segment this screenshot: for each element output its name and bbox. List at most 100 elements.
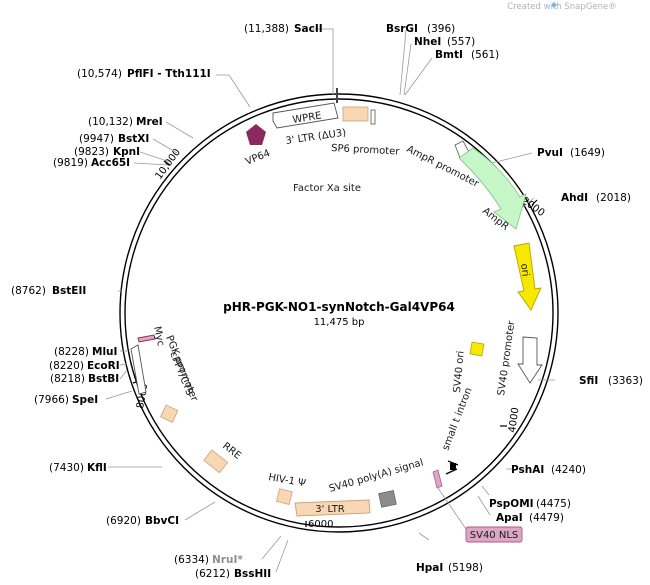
site-bsrgi: BsrGI (396) <box>386 23 455 35</box>
site-hpai: HpaI (5198) <box>416 562 483 574</box>
svg-text:HpaI: HpaI <box>416 562 443 574</box>
sv40-nls-callout: SV40 NLS <box>465 526 523 543</box>
sv40-ori-feature: SV40 ori <box>452 341 485 393</box>
svg-text:Acc65I: Acc65I <box>91 157 130 169</box>
site-bstbi: (8218) BstBI <box>50 373 119 385</box>
svg-text:(9823): (9823) <box>74 146 109 158</box>
svg-text:KflI: KflI <box>87 462 107 474</box>
site-spei: (7966) SpeI <box>34 394 98 406</box>
plasmid-backbone <box>119 93 559 533</box>
svg-text:BbvCI: BbvCI <box>145 515 179 527</box>
svg-text:BstXI: BstXI <box>118 133 149 145</box>
site-mlui: (8228) MluI <box>54 346 117 358</box>
site-sfii: SfiI (3363) <box>579 375 643 387</box>
sv40-promoter-label: SV40 promoter <box>496 319 518 396</box>
small-t-label: small t intron <box>441 386 475 452</box>
svg-text:BssHII: BssHII <box>234 568 271 580</box>
svg-text:PspOMI: PspOMI <box>489 498 534 510</box>
vp64-feature: VP64 <box>244 124 272 168</box>
myc-feature: Myc <box>137 325 166 347</box>
svg-text:SacII: SacII <box>294 23 323 35</box>
restriction-site-labels: (11,388) SacII BsrGI (396) NheI (557) Bm… <box>11 23 643 580</box>
svg-text:(4475): (4475) <box>536 498 571 510</box>
svg-text:(8218): (8218) <box>50 373 85 385</box>
svg-text:(9947): (9947) <box>79 133 114 145</box>
sp6-label: SP6 promoter <box>331 143 401 158</box>
site-bstxi: (9947) BstXI <box>79 133 149 145</box>
factor-xa-label: Factor Xa site <box>293 183 361 194</box>
site-ahdi: AhdI (2018) <box>561 192 631 204</box>
site-mrei: (10,132) MreI <box>88 116 163 128</box>
site-pvui: PvuI (1649) <box>537 147 605 159</box>
ltr3-label: 3' LTR <box>315 504 345 515</box>
site-sacii: (11,388) SacII <box>244 23 323 35</box>
svg-text:AhdI: AhdI <box>561 192 588 204</box>
svg-text:(8228): (8228) <box>54 346 89 358</box>
sv40-nls-label: SV40 NLS <box>470 530 519 541</box>
myc-label: Myc <box>151 325 166 347</box>
svg-text:BstEII: BstEII <box>52 285 86 297</box>
svg-text:(8220): (8220) <box>49 360 84 372</box>
svg-text:NheI: NheI <box>414 36 441 48</box>
ruler-ticks <box>132 160 538 527</box>
site-nhei: NheI (557) <box>414 36 475 48</box>
svg-text:(7430): (7430) <box>49 462 84 474</box>
site-apai: ApaI (4479) <box>496 512 564 524</box>
svg-text:(4479): (4479) <box>529 512 564 524</box>
ampr-feature: AmpR <box>458 147 527 233</box>
sv40-nls-marker <box>432 469 467 530</box>
snapgene-logo-icon <box>551 2 557 8</box>
site-bbvci: (6920) BbvCI <box>106 515 179 527</box>
svg-text:KpnI: KpnI <box>113 146 140 158</box>
sv40-polya-label: SV40 poly(A) signal <box>328 457 425 494</box>
svg-text:BsrGI: BsrGI <box>386 23 418 35</box>
sv40-ori-label: SV40 ori <box>452 350 467 393</box>
svg-text:(1649): (1649) <box>570 147 605 159</box>
svg-text:(4240): (4240) <box>551 464 586 476</box>
rre-label: RRE <box>220 441 243 462</box>
svg-text:(561): (561) <box>471 49 499 61</box>
site-bsteii: (8762) BstEII <box>11 285 86 297</box>
svg-text:(6212): (6212) <box>195 568 230 580</box>
svg-text:MreI: MreI <box>136 116 163 128</box>
svg-text:MluI: MluI <box>92 346 117 358</box>
plasmid-size: 11,475 bp <box>314 317 365 328</box>
wpre-feature: WPRE <box>272 102 339 129</box>
ori-feature: ori <box>513 242 542 311</box>
svg-text:(2018): (2018) <box>596 192 631 204</box>
svg-text:NruI*: NruI* <box>212 554 243 566</box>
small-t-intron-feature: small t intron <box>441 386 475 475</box>
svg-text:PvuI: PvuI <box>537 147 563 159</box>
site-ecori: (8220) EcoRI <box>49 360 120 372</box>
svg-text:(5198): (5198) <box>448 562 483 574</box>
sv40-polya-feature: SV40 poly(A) signal <box>328 457 425 508</box>
hiv-psi-feature: HIV-1 Ψ <box>267 472 307 505</box>
site-nrui: (6334) NruI* <box>174 554 243 566</box>
svg-text:SfiI: SfiI <box>579 375 598 387</box>
wpre-label: WPRE <box>292 111 323 126</box>
svg-text:EcoRI: EcoRI <box>87 360 120 372</box>
svg-text:(7966): (7966) <box>34 394 69 406</box>
svg-text:BstBI: BstBI <box>88 373 119 385</box>
ori-label: ori <box>518 263 531 277</box>
site-pshai: PshAI (4240) <box>511 464 586 476</box>
pgk-label: PGK promoter <box>163 334 200 404</box>
site-bsshii: (6212) BssHII <box>195 568 271 580</box>
site-kfli: (7430) KflI <box>49 462 107 474</box>
site-bmti: BmtI (561) <box>435 49 499 61</box>
svg-text:(3363): (3363) <box>608 375 643 387</box>
svg-text:(557): (557) <box>447 36 475 48</box>
svg-text:(6920): (6920) <box>106 515 141 527</box>
hiv-psi-label: HIV-1 Ψ <box>267 472 306 489</box>
site-pspomi: PspOMI (4475) <box>489 498 571 510</box>
vp64-label: VP64 <box>244 148 272 168</box>
sv40-promoter-feature: SV40 promoter <box>496 319 543 396</box>
svg-text:(396): (396) <box>427 23 455 35</box>
svg-text:(11,388): (11,388) <box>244 23 289 35</box>
svg-text:BmtI: BmtI <box>435 49 463 61</box>
snapgene-watermark: Created with SnapGene® <box>507 2 616 12</box>
svg-text:(8762): (8762) <box>11 285 46 297</box>
site-kpni: (9823) KpnI <box>74 146 140 158</box>
rre-feature: RRE <box>203 441 243 474</box>
